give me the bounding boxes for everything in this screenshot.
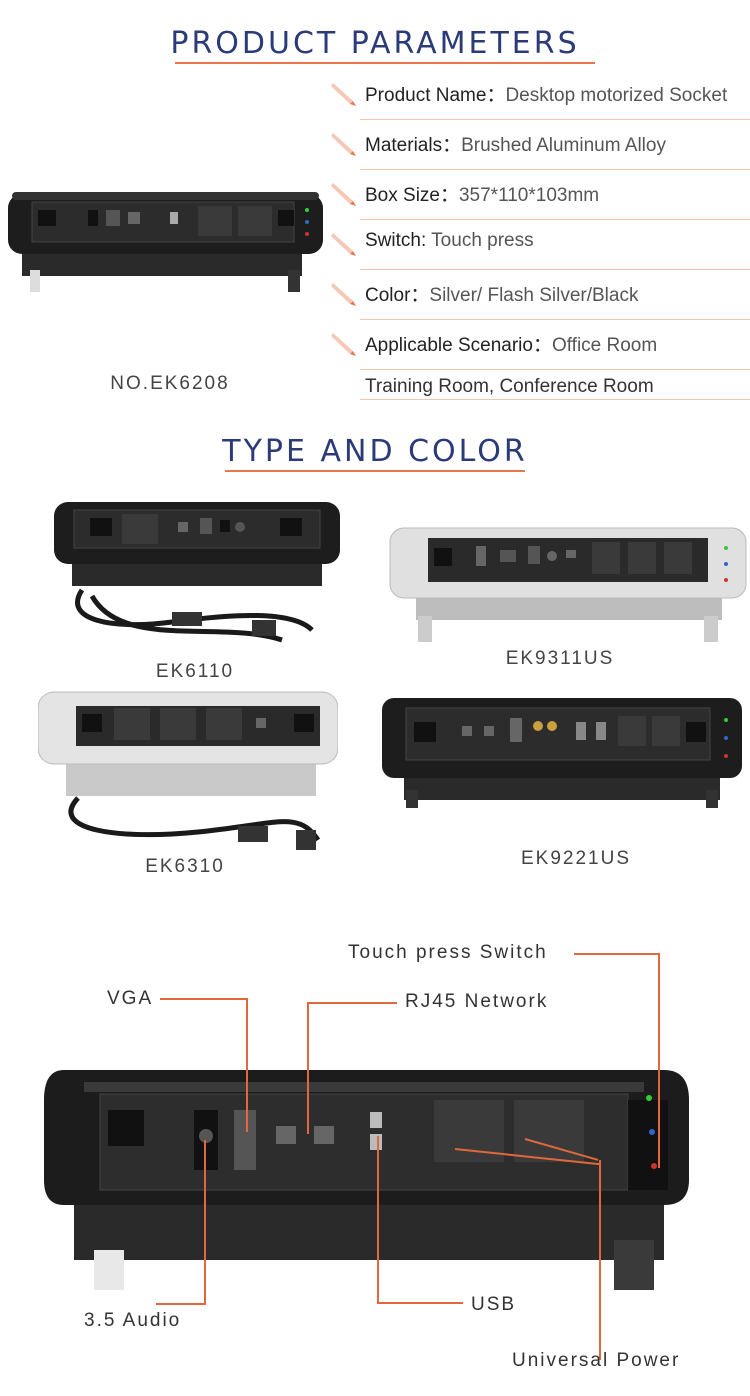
callout-line [160, 998, 248, 1000]
callout-usb: USB [471, 1294, 517, 1315]
model-label-ek6110: EK6110 [155, 661, 235, 682]
param-value: Silver/ Flash Silver/Black [429, 285, 639, 306]
param-label: Box Size： [365, 185, 459, 206]
param-row: Switch: Touch press [330, 224, 750, 270]
param-value: Brushed Aluminum Alloy [461, 135, 666, 156]
callout-vga: VGA [107, 988, 154, 1009]
param-label: Materials： [365, 135, 462, 156]
main-model-label: NO.EK6208 [110, 373, 230, 394]
type-title: TYPE AND COLOR [222, 434, 528, 469]
param-row: Box Size：357*110*103mm [330, 174, 750, 220]
param-value: 357*110*103mm [458, 185, 600, 206]
param-label: Color： [365, 285, 430, 306]
callout-line [658, 953, 660, 1168]
callout-rj45: RJ45 Network [405, 991, 549, 1012]
param-row: Materials：Brushed Aluminum Alloy [330, 124, 750, 170]
model-label-ek9311us: EK9311US [505, 648, 615, 669]
param-divider [360, 219, 750, 220]
type-heading: TYPE AND COLOR [0, 434, 750, 472]
callout-touch-switch: Touch press Switch [348, 942, 548, 963]
callout-line [307, 1002, 309, 1134]
callout-power: Universal Power [512, 1350, 681, 1371]
pencil-icon [331, 283, 356, 306]
product-image-ek9221us [382, 698, 742, 808]
parameters-underline [175, 62, 595, 64]
param-divider [360, 169, 750, 170]
param-divider [360, 269, 750, 270]
param-row: Product Name：Desktop motorized Socket [330, 74, 750, 120]
param-divider [360, 119, 750, 120]
callout-line [574, 953, 660, 955]
model-label-ek9221us: EK9221US [520, 848, 631, 869]
param-value: Office Room [551, 335, 658, 356]
callout-line [599, 1160, 601, 1360]
type-underline [225, 470, 525, 472]
product-image-feature [44, 1070, 689, 1290]
pencil-icon [331, 83, 356, 106]
parameters-title: PRODUCT PARAMETERS [170, 26, 580, 61]
param-divider [360, 319, 750, 320]
param-row: Applicable Scenario：Office Room [330, 324, 750, 370]
param-label: Product Name： [365, 85, 506, 106]
pencil-icon [331, 133, 356, 156]
product-image-ek9311us [389, 527, 747, 642]
parameters-heading: PRODUCT PARAMETERS [0, 26, 750, 64]
product-image-ek6208 [8, 192, 323, 292]
pencil-icon [331, 233, 356, 256]
param-value-continued: Training Room, Conference Room [365, 376, 654, 397]
pencil-icon [331, 333, 356, 356]
callout-line [307, 1002, 397, 1004]
param-label: Applicable Scenario： [365, 335, 552, 356]
product-image-ek6310 [38, 691, 338, 850]
callout-line [377, 1302, 463, 1304]
param-value: Desktop motorized Socket [505, 85, 728, 106]
param-divider [360, 399, 750, 400]
param-row: Color：Silver/ Flash Silver/Black [330, 274, 750, 320]
callout-line [377, 1136, 379, 1304]
product-image-ek6110 [54, 502, 340, 643]
callout-line [156, 1303, 206, 1305]
param-value: Touch press [426, 230, 534, 251]
param-label: Switch: [365, 230, 427, 251]
param-row-continued: Training Room, Conference Room [330, 372, 750, 400]
model-label-ek6310: EK6310 [145, 856, 225, 877]
callout-line [204, 1140, 206, 1305]
callout-audio: 3.5 Audio [84, 1310, 182, 1331]
pencil-icon [331, 183, 356, 206]
callout-line [246, 998, 248, 1132]
param-divider [360, 369, 750, 370]
